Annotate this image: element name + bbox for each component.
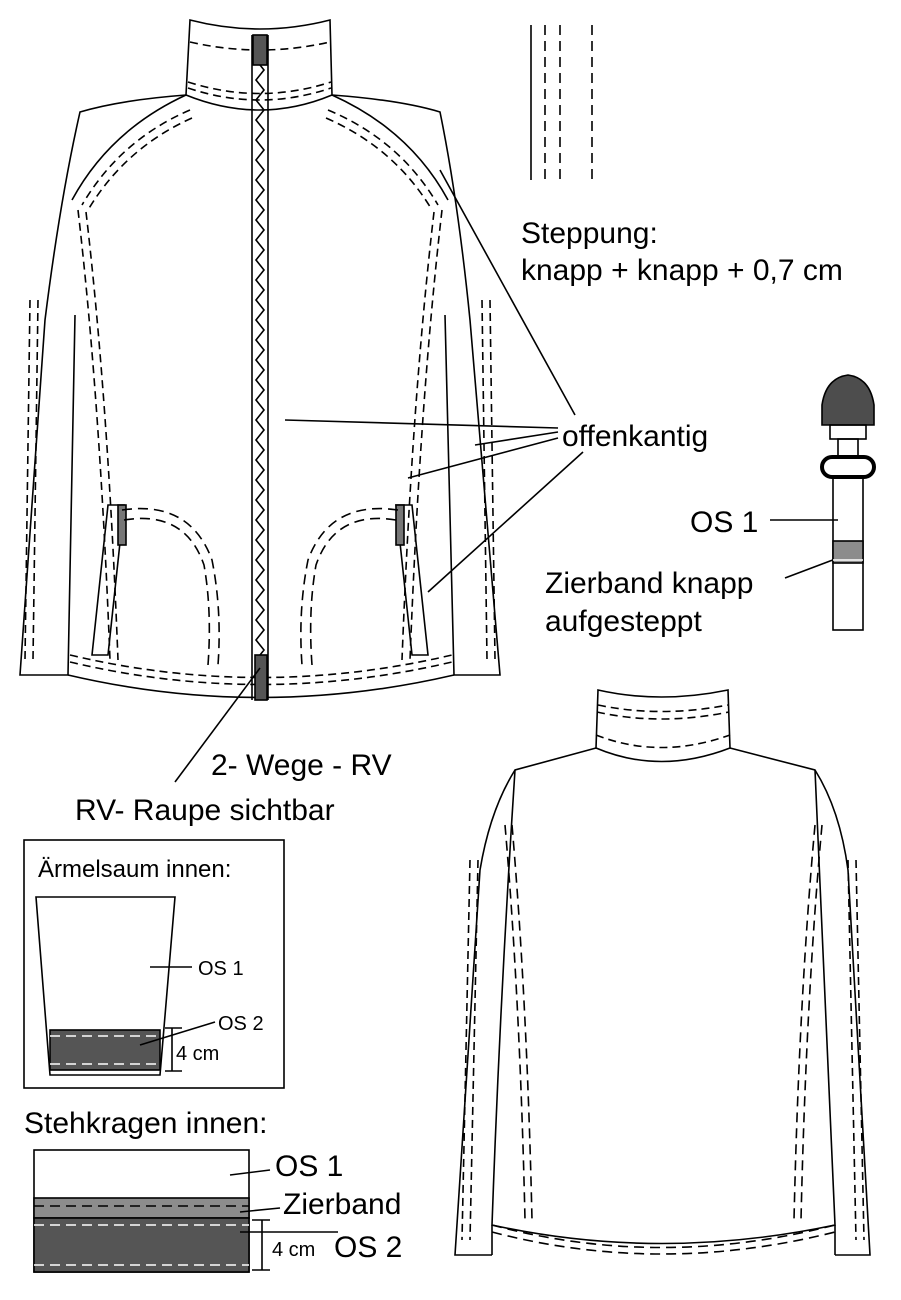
ribbon-label-line1: Zierband knapp	[545, 567, 753, 600]
collar-box	[33, 1149, 338, 1273]
collar-width: 4 cm	[272, 1239, 315, 1261]
collar-os2: OS 2	[334, 1231, 402, 1264]
sleeve-hem-box	[23, 839, 285, 1089]
zip-tape-visible-label: RV- Raupe sichtbar	[75, 794, 335, 827]
sleeve-hem-title: Ärmelsaum innen:	[38, 856, 231, 883]
collar-title: Stehkragen innen:	[24, 1107, 268, 1140]
stitching-spec: knapp + knapp + 0,7 cm	[521, 254, 843, 287]
raw-edge-label: offenkantig	[562, 420, 708, 453]
annotations: Steppung: knapp + knapp + 0,7 cm offenka…	[24, 217, 843, 1264]
jacket-front	[19, 18, 501, 701]
stitching-title: Steppung:	[521, 217, 658, 250]
ribbon-label-line2: aufgesteppt	[545, 605, 702, 638]
jacket-back	[454, 689, 871, 1256]
zip-os1-label: OS 1	[690, 506, 758, 539]
sleeve-hem-os2: OS 2	[218, 1013, 264, 1035]
collar-os1: OS 1	[275, 1150, 343, 1183]
zip-two-way-label: 2- Wege - RV	[211, 749, 392, 782]
leader-lines	[174, 169, 839, 783]
collar-ribbon: Zierband	[283, 1188, 401, 1221]
zipper-detail	[820, 374, 876, 631]
sleeve-hem-os1: OS 1	[198, 958, 244, 980]
sleeve-hem-width: 4 cm	[176, 1043, 219, 1065]
stitching-sample	[530, 25, 593, 180]
